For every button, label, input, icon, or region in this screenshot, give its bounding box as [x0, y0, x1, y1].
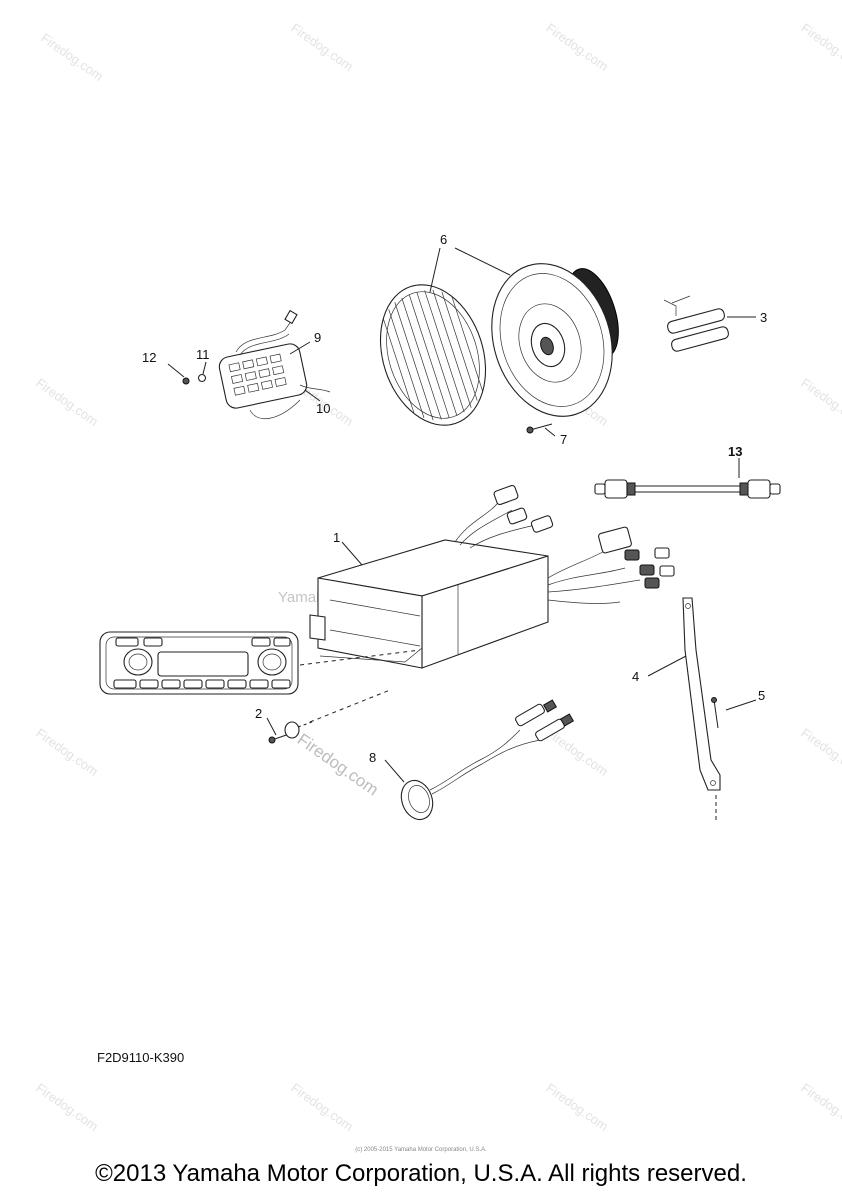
part-2-screw	[268, 721, 300, 744]
callout-9: 9	[314, 330, 321, 345]
watermark-text: Firedog.com	[33, 375, 101, 429]
radio-faceplate	[99, 631, 299, 695]
callout-12: 12	[142, 350, 156, 365]
watermark-text: Firedog.com	[543, 1080, 611, 1134]
callout-8: 8	[369, 750, 376, 765]
callout-5: 5	[758, 688, 765, 703]
part-1-radio-chassis	[309, 539, 549, 669]
callout-6: 6	[440, 232, 447, 247]
watermark-text: Firedog.com	[798, 20, 842, 74]
callout-10: 10	[316, 401, 330, 416]
part-13-cable	[594, 479, 781, 499]
callout-2: 2	[255, 706, 262, 721]
part-8-antenna	[400, 699, 575, 821]
part-3-clip	[663, 295, 729, 352]
callout-3: 3	[760, 310, 767, 325]
part-4-bracket	[682, 597, 721, 822]
drawing-code: F2D9110-K390	[97, 1050, 185, 1065]
part-5-screw	[711, 697, 719, 729]
watermark-text: Firedog.com	[288, 1080, 356, 1134]
watermark-text: Firedog.com	[543, 20, 611, 74]
part-12-nut	[182, 377, 190, 385]
callout-4: 4	[632, 669, 639, 684]
callout-7: 7	[560, 432, 567, 447]
part-11-washer	[197, 373, 207, 383]
part-7-screw	[526, 423, 553, 434]
callout-labels: 6 3 9 11 12 10 7 13 1 4 5 2 8	[142, 232, 767, 765]
callout-11: 11	[196, 347, 210, 362]
callout-13: 13	[728, 444, 742, 459]
part-6-speaker-grille	[379, 284, 487, 426]
copyright-footer: ©2013 Yamaha Motor Corporation, U.S.A. A…	[95, 1160, 747, 1187]
callout-1: 1	[333, 530, 340, 545]
tiny-copyright: (c) 2005-2015 Yamaha Motor Corporation, …	[355, 1147, 487, 1153]
watermark-text: Firedog.com	[798, 375, 842, 429]
watermark-text: Firedog.com	[38, 30, 106, 84]
leader-lines	[167, 247, 757, 783]
watermark-text: Firedog.com	[33, 1080, 101, 1134]
part-1-wiring	[454, 484, 675, 604]
watermark-text: Firedog.com	[288, 20, 356, 74]
watermark-text: Firedog.com	[798, 1080, 842, 1134]
part-6-speaker	[491, 263, 619, 417]
part-9-remote-keypad	[218, 309, 331, 419]
watermark-text: Firedog.com	[33, 725, 101, 779]
watermark-text: Firedog.com	[798, 725, 842, 779]
